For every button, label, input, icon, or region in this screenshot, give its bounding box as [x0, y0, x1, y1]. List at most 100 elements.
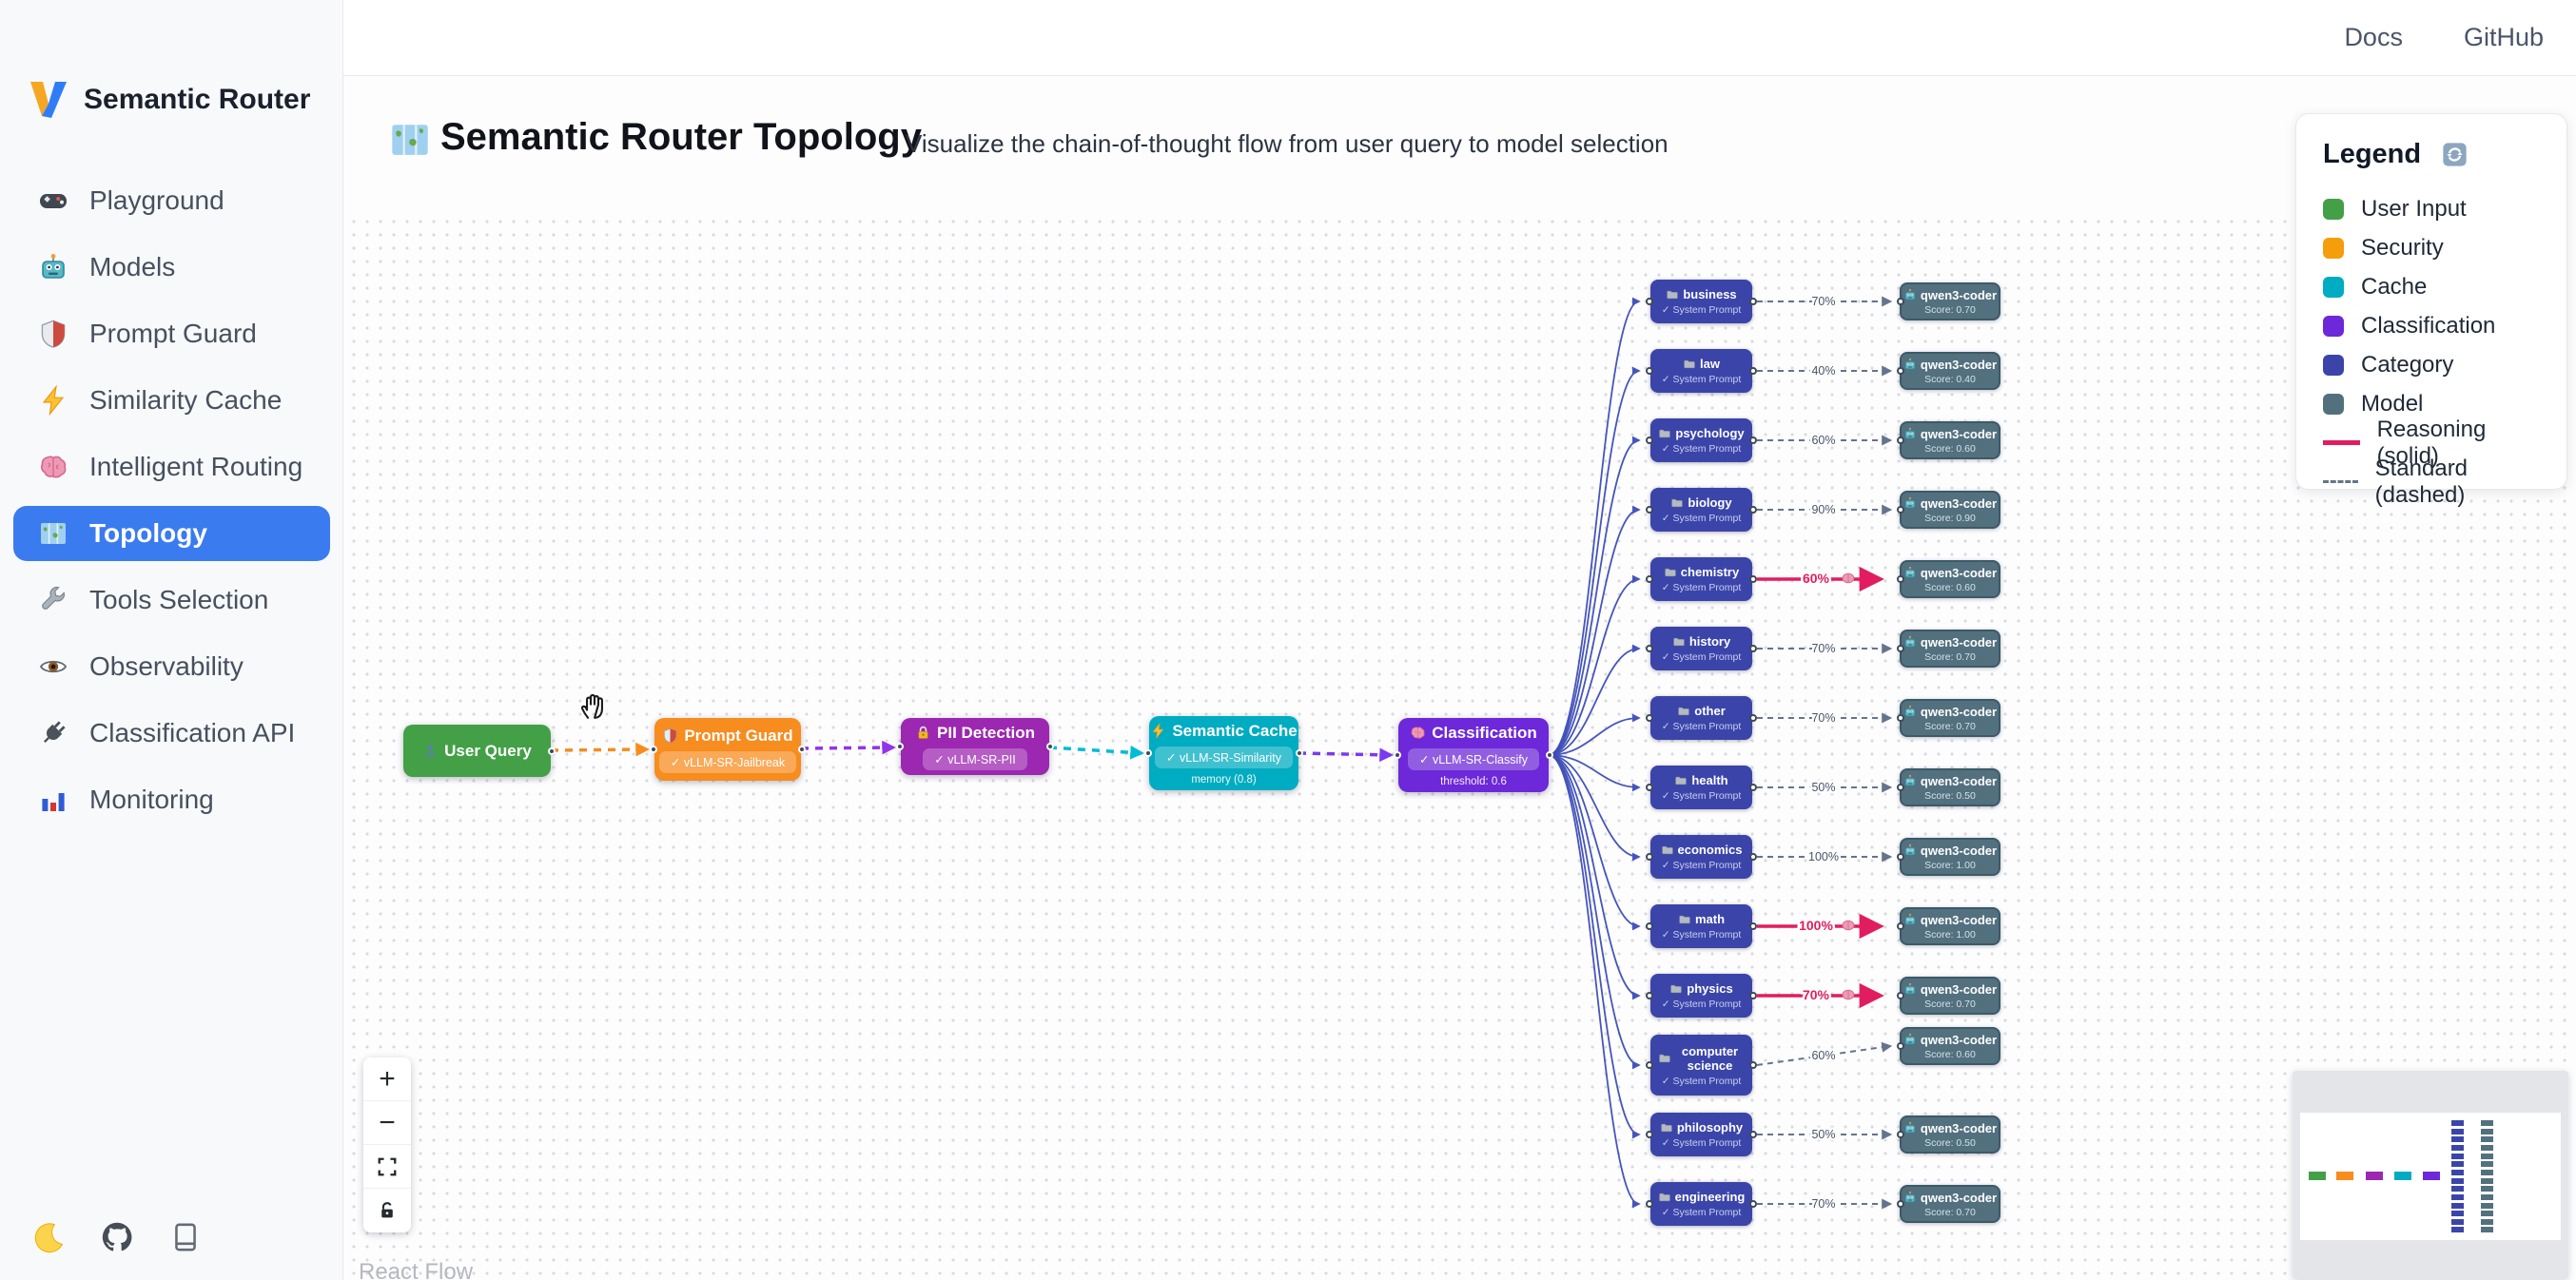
- category-node-history[interactable]: history✓ System Prompt: [1646, 627, 1757, 670]
- connection-handle[interactable]: [896, 743, 904, 750]
- connection-handle[interactable]: [1897, 575, 1904, 583]
- connection-handle[interactable]: [1897, 992, 1904, 999]
- connection-handle[interactable]: [1897, 784, 1904, 791]
- refresh-icon[interactable]: [2442, 142, 2468, 167]
- pipeline-node-pii-detection[interactable]: PII Detection✓ vLLM-SR-PII: [896, 718, 1054, 775]
- connection-handle[interactable]: [1296, 749, 1303, 757]
- sidebar-item-intelligent-routing[interactable]: Intelligent Routing: [13, 439, 330, 495]
- collapse-sidebar-icon[interactable]: [145, 27, 186, 68]
- category-node-psychology[interactable]: psychology✓ System Prompt: [1646, 418, 1757, 462]
- connection-handle[interactable]: [1749, 1200, 1757, 1208]
- connection-handle[interactable]: [1897, 298, 1904, 305]
- connection-handle[interactable]: [1646, 298, 1653, 305]
- category-node-law[interactable]: law✓ System Prompt: [1646, 349, 1757, 393]
- sidebar-item-classification-api[interactable]: Classification API: [13, 706, 330, 761]
- connection-handle[interactable]: [1646, 1200, 1653, 1208]
- lock-button[interactable]: [363, 1189, 411, 1232]
- category-node-computer-science[interactable]: computer science✓ System Prompt: [1646, 1035, 1757, 1096]
- connection-handle[interactable]: [1046, 743, 1054, 750]
- connection-handle[interactable]: [1897, 714, 1904, 722]
- connection-handle[interactable]: [1646, 922, 1653, 930]
- connection-handle[interactable]: [1897, 645, 1904, 652]
- sidebar-item-observability[interactable]: Observability: [13, 639, 330, 694]
- connection-handle[interactable]: [1646, 992, 1653, 999]
- pipeline-node-prompt-guard[interactable]: Prompt Guard✓ vLLM-SR-Jailbreak: [650, 718, 806, 781]
- category-node-economics[interactable]: economics✓ System Prompt: [1646, 835, 1757, 879]
- pipeline-node-user-query[interactable]: User Query: [403, 725, 556, 777]
- connection-handle[interactable]: [1749, 506, 1757, 514]
- sidebar-item-monitoring[interactable]: Monitoring: [13, 772, 330, 827]
- connection-handle[interactable]: [798, 746, 806, 753]
- connection-handle[interactable]: [1646, 436, 1653, 444]
- react-flow-pane[interactable]: 70%40%60%90%60%70%70%50%100%100%70%60%50…: [343, 211, 2576, 1280]
- category-node-math[interactable]: math✓ System Prompt: [1646, 904, 1757, 948]
- connection-handle[interactable]: [1646, 575, 1653, 583]
- connection-handle[interactable]: [1897, 1200, 1904, 1208]
- connection-handle[interactable]: [1897, 1042, 1904, 1050]
- zoom-in-button[interactable]: +: [363, 1057, 411, 1101]
- connection-handle[interactable]: [1646, 1131, 1653, 1138]
- connection-handle[interactable]: [1749, 714, 1757, 722]
- fit-view-button[interactable]: [363, 1145, 411, 1189]
- connection-handle[interactable]: [1646, 367, 1653, 375]
- category-node-philosophy[interactable]: philosophy✓ System Prompt: [1646, 1113, 1757, 1156]
- sidebar-item-models[interactable]: Models: [13, 240, 330, 295]
- minimap[interactable]: [2293, 1071, 2568, 1279]
- category-node-chemistry[interactable]: chemistry✓ System Prompt: [1646, 557, 1757, 601]
- connection-handle[interactable]: [1394, 751, 1401, 759]
- docs-link[interactable]: Docs: [2344, 23, 2403, 51]
- category-node-business[interactable]: business✓ System Prompt: [1646, 280, 1757, 323]
- connection-handle[interactable]: [1646, 645, 1653, 652]
- connection-handle[interactable]: [1646, 784, 1653, 791]
- sidebar-item-prompt-guard[interactable]: Prompt Guard: [13, 306, 330, 361]
- connection-handle[interactable]: [1646, 714, 1653, 722]
- sidebar-item-similarity-cache[interactable]: Similarity Cache: [13, 373, 330, 428]
- connection-handle[interactable]: [1749, 645, 1757, 652]
- github-link[interactable]: GitHub: [2463, 23, 2544, 51]
- sidebar-item-tools-selection[interactable]: Tools Selection: [13, 572, 330, 628]
- connection-handle[interactable]: [1646, 1061, 1653, 1069]
- connection-handle[interactable]: [1749, 367, 1757, 375]
- category-node-physics[interactable]: physics✓ System Prompt: [1646, 974, 1757, 1018]
- sidebar-item-playground[interactable]: Playground: [13, 173, 330, 228]
- connection-handle[interactable]: [1749, 784, 1757, 791]
- connection-handle[interactable]: [1897, 367, 1904, 375]
- sidebar-item-topology[interactable]: Topology: [13, 506, 330, 561]
- connection-handle[interactable]: [1546, 751, 1553, 759]
- connection-handle[interactable]: [1749, 853, 1757, 861]
- connection-handle[interactable]: [1749, 1061, 1757, 1069]
- category-node-biology[interactable]: biology✓ System Prompt: [1646, 488, 1757, 532]
- zoom-out-button[interactable]: −: [363, 1101, 411, 1145]
- category-node-health[interactable]: health✓ System Prompt: [1646, 766, 1757, 809]
- connection-handle[interactable]: [1144, 749, 1152, 757]
- connection-handle[interactable]: [1749, 1131, 1757, 1138]
- connection-handle[interactable]: [1897, 1131, 1904, 1138]
- connection-handle[interactable]: [1897, 853, 1904, 861]
- connection-handle[interactable]: [1646, 853, 1653, 861]
- connection-handle[interactable]: [650, 746, 657, 753]
- connection-handle[interactable]: [1749, 298, 1757, 305]
- connection-handle[interactable]: [1749, 575, 1757, 583]
- connection-handle[interactable]: [1897, 436, 1904, 444]
- category-node-engineering[interactable]: engineering✓ System Prompt: [1646, 1182, 1757, 1226]
- connection-handle[interactable]: [548, 747, 556, 755]
- connection-handle[interactable]: [1749, 436, 1757, 444]
- connection-handle[interactable]: [1749, 992, 1757, 999]
- connection-handle[interactable]: [1646, 506, 1653, 514]
